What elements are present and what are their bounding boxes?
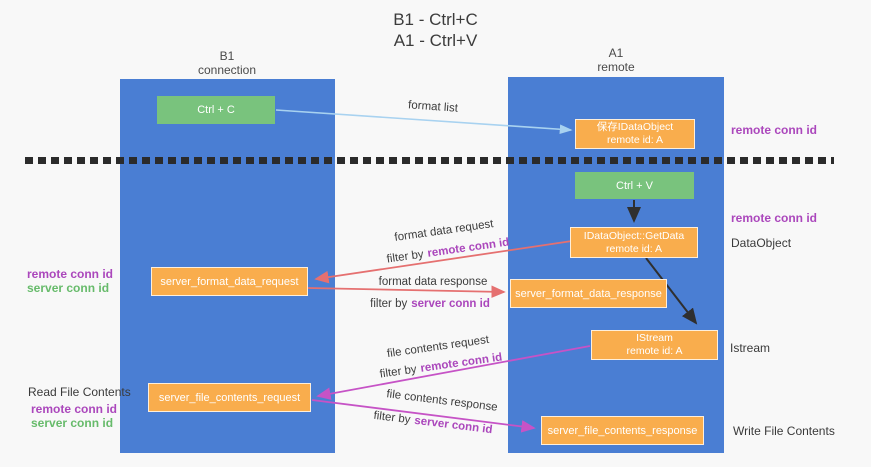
server-format-data-response-label: server_format_data_response: [515, 287, 662, 300]
lane-header-b1: B1 connection: [147, 49, 307, 77]
lane-a1-role: remote: [597, 60, 635, 74]
node-server-file-contents-request: server_file_contents_request: [148, 383, 311, 412]
node-server-file-contents-response: server_file_contents_response: [541, 416, 704, 445]
diagram-title: B1 - Ctrl+C A1 - Ctrl+V: [0, 9, 871, 51]
node-save-idataobject-line2: remote id: A: [606, 134, 664, 146]
lane-header-a1: A1 remote: [536, 46, 696, 74]
node-server-format-data-request: server_format_data_request: [151, 267, 308, 296]
node-ctrl-c-label: Ctrl + C: [197, 104, 235, 116]
file-contents-response-arrow: [311, 399, 536, 433]
node-save-idataobject: 保存IDataObject remote id: A: [575, 119, 695, 149]
title-line-2: A1 - Ctrl+V: [393, 31, 478, 50]
node-getdata-line2: remote id: A: [605, 242, 663, 255]
left-read-file-contents-label: Read File Contents: [28, 385, 131, 399]
node-ctrl-v-label: Ctrl + V: [616, 179, 653, 192]
node-istream: IStream remote id: A: [591, 330, 718, 360]
server-file-contents-response-label: server_file_contents_response: [547, 424, 698, 437]
node-istream-line2: remote id: A: [626, 345, 683, 357]
getdata-to-istream-arrow: [645, 257, 698, 325]
file-contents-request-arrow: [316, 345, 591, 400]
server-conn-id-text: server conn id: [411, 298, 490, 310]
right-remote-conn-id-top: remote conn id: [731, 123, 818, 137]
separator-dashed-line: [25, 157, 834, 164]
lane-a1-name: A1: [608, 46, 624, 60]
node-idataobject-getdata: IDataObject::GetData remote id: A: [570, 227, 698, 258]
right-remote-conn-id-mid: remote conn id: [731, 211, 818, 225]
node-getdata-line1: IDataObject::GetData: [583, 229, 685, 242]
left-server-conn-id-1: server conn id: [27, 281, 110, 295]
filter-by-text: filter by: [370, 298, 408, 310]
format-data-request-arrow: [314, 240, 573, 284]
node-server-format-data-response: server_format_data_response: [510, 279, 667, 308]
label-format-data-response: format data response: [378, 276, 488, 288]
right-istream-label: Istream: [730, 341, 771, 355]
left-server-conn-id-2: server conn id: [31, 416, 114, 430]
node-save-idataobject-line1: 保存IDataObject: [596, 121, 674, 133]
lane-b1-name: B1: [219, 49, 235, 63]
right-dataobject-label: DataObject: [731, 236, 792, 250]
server-file-contents-request-label: server_file_contents_request: [158, 391, 301, 404]
right-write-file-contents-label: Write File Contents: [733, 424, 835, 438]
lane-b1-role: connection: [197, 63, 257, 77]
format-list-arrow: [275, 109, 573, 135]
server-format-data-request-label: server_format_data_request: [160, 275, 299, 288]
node-istream-line1: IStream: [636, 332, 673, 344]
node-ctrl-c: Ctrl + C: [157, 96, 275, 124]
title-line-1: B1 - Ctrl+C: [393, 10, 478, 29]
left-remote-conn-id-1: remote conn id: [27, 267, 114, 281]
left-remote-conn-id-2: remote conn id: [31, 402, 118, 416]
format-data-response-arrow: [307, 285, 506, 299]
node-ctrl-v: Ctrl + V: [575, 172, 694, 199]
